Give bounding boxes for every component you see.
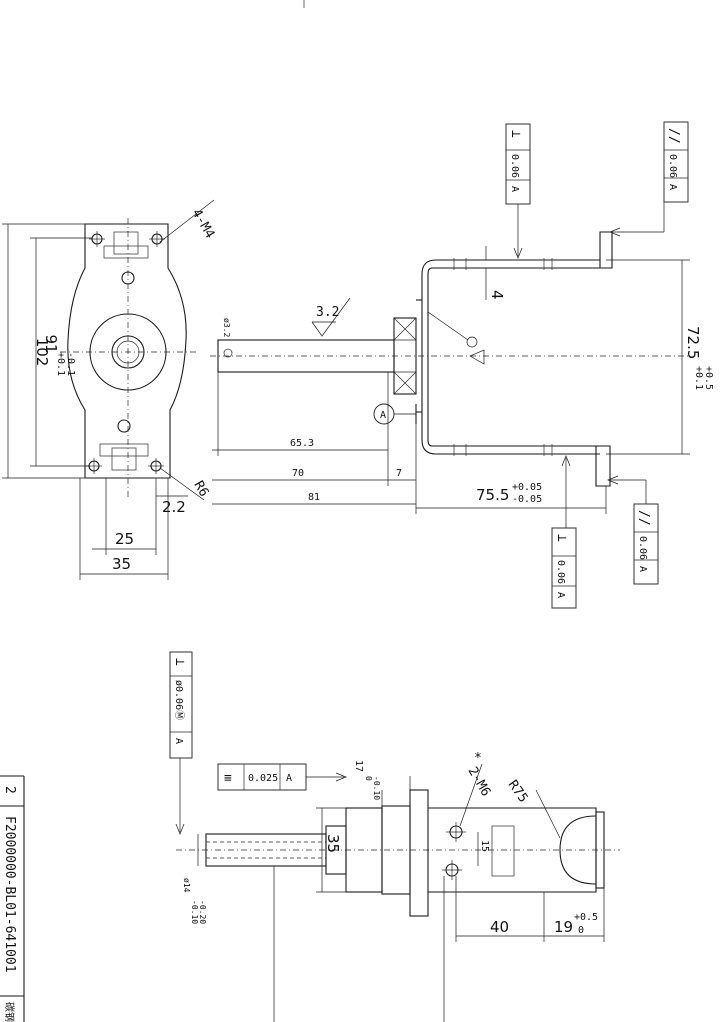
svg-text:0.06: 0.06 bbox=[509, 154, 520, 178]
bearing-box bbox=[393, 317, 417, 395]
dim-2-2: 2.2 bbox=[162, 498, 186, 516]
dim-19-tol-up: +0.5 bbox=[574, 912, 598, 923]
bracket-outline bbox=[421, 259, 600, 455]
dim-75-5-tol-dn: -0.05 bbox=[512, 494, 542, 505]
svg-text:ø0.06Ⓜ: ø0.06Ⓜ bbox=[173, 680, 185, 720]
label-r6: R6 bbox=[191, 479, 212, 500]
shaft-pin-hole bbox=[223, 348, 233, 358]
fcf-parallel-bottom: // 0.06 A bbox=[607, 475, 659, 585]
lower-hole bbox=[117, 419, 131, 433]
corner-hole bbox=[89, 231, 105, 247]
label-2m6: 2-M6 bbox=[465, 765, 494, 800]
top-boss bbox=[103, 245, 149, 259]
fcf-parallel-top: // 0.06 A bbox=[609, 121, 689, 237]
dim-70: 70 bbox=[292, 468, 304, 479]
flange-plate-view: 102 91 +0.1 -0.1 4-M4 R6 2.2 25 35 bbox=[2, 199, 218, 580]
dim-14: ø14 bbox=[182, 878, 191, 893]
m6-hole bbox=[446, 822, 466, 842]
leader-r6 bbox=[159, 467, 205, 501]
fcf-position: ⊥ ø0.06Ⓜ A bbox=[169, 651, 193, 835]
dim-14-tol-up: -0.10 bbox=[190, 900, 199, 924]
dim-17-tol-up: 0 bbox=[364, 776, 373, 781]
dim-72-5-tol-dn: +0.1 bbox=[693, 366, 704, 390]
title-part-no: F2000000-BL01-641001 bbox=[2, 816, 17, 973]
shaft-bracket-view: ø3.2 3.2 A 4 bbox=[210, 121, 714, 609]
title-item-no: 2 bbox=[2, 786, 17, 794]
dim-72-5-tol-up: +0.5 bbox=[703, 366, 714, 390]
roughness-symbol bbox=[311, 297, 351, 337]
dim-4: 4 bbox=[488, 290, 506, 300]
corner-hole bbox=[149, 231, 165, 247]
dim-17-tol-dn: -0.10 bbox=[372, 776, 381, 800]
m6-hole bbox=[442, 860, 462, 880]
dim-35-lower: 35 bbox=[324, 834, 342, 853]
bottom-slot bbox=[111, 447, 137, 471]
lower-ear bbox=[595, 445, 611, 487]
svg-text:A: A bbox=[509, 186, 520, 192]
corner-hole bbox=[148, 458, 164, 474]
svg-text:⊥: ⊥ bbox=[554, 534, 569, 542]
slot-15 bbox=[491, 825, 515, 877]
dim-17: 17 bbox=[353, 760, 364, 772]
dim-102: 102 bbox=[33, 338, 51, 367]
svg-text:A: A bbox=[667, 184, 678, 190]
svg-text://: // bbox=[666, 128, 681, 144]
svg-text:A: A bbox=[637, 566, 648, 572]
title-material: 碳钢 bbox=[3, 1002, 16, 1022]
svg-text:0.06: 0.06 bbox=[637, 536, 648, 560]
svg-text:0.025: 0.025 bbox=[248, 773, 278, 784]
dim-7: 7 bbox=[396, 468, 402, 479]
label-star: * bbox=[474, 751, 482, 766]
title-block: 2 F2000000-BL01-641001 碳钢 bbox=[0, 775, 25, 1022]
dim-14-tol-dn: -0.20 bbox=[198, 900, 207, 924]
dim-65-3: 65.3 bbox=[290, 438, 314, 449]
dim-25: 25 bbox=[115, 530, 134, 548]
svg-text:≡: ≡ bbox=[224, 771, 232, 786]
dim-81: 81 bbox=[308, 492, 320, 503]
svg-text:⊥: ⊥ bbox=[508, 130, 523, 138]
dim-75-5-tol-up: +0.05 bbox=[512, 482, 542, 493]
dim-75-5: 75.5 bbox=[476, 486, 509, 504]
svg-text://: // bbox=[636, 510, 651, 526]
upper-ear bbox=[599, 231, 613, 269]
label-4m4: 4-M4 bbox=[189, 207, 218, 242]
svg-text:A: A bbox=[286, 773, 292, 784]
dim-91-tol-dn: -0.1 bbox=[65, 352, 76, 376]
dim-15: 15 bbox=[479, 840, 490, 852]
dim-19: 19 bbox=[554, 918, 573, 936]
dim-72-5: 72.5 bbox=[684, 326, 702, 359]
dim-35: 35 bbox=[112, 555, 131, 573]
dia-3-2: ø3.2 bbox=[222, 318, 231, 337]
bracket-inner bbox=[427, 267, 606, 447]
dim-91-tol-up: +0.1 bbox=[55, 352, 66, 376]
flange-outline bbox=[67, 223, 187, 479]
shaft-side-view: 15 2-M6 * R75 35 17 0 -0.10 ⊥ ø0.06Ⓜ A bbox=[169, 651, 620, 1022]
svg-text:A: A bbox=[173, 738, 184, 744]
lower-flange bbox=[409, 789, 429, 917]
datum-a-label: A bbox=[380, 410, 386, 421]
dim-91: 91 bbox=[42, 334, 60, 353]
top-slot bbox=[113, 231, 139, 255]
svg-text:A: A bbox=[555, 592, 566, 598]
fcf-perp-bottom: ⊥ 0.06 A bbox=[551, 455, 577, 609]
svg-text:0.06: 0.06 bbox=[667, 154, 678, 178]
dim-40: 40 bbox=[490, 918, 509, 936]
roughness-3-2: 3.2 bbox=[316, 305, 339, 320]
label-r75: R75 bbox=[505, 778, 531, 806]
svg-text:⊥: ⊥ bbox=[172, 658, 187, 666]
svg-text:0.06: 0.06 bbox=[555, 560, 566, 584]
leader-4m4 bbox=[159, 199, 215, 243]
bottom-boss bbox=[99, 443, 149, 457]
fcf-perp-top: ⊥ 0.06 A bbox=[505, 123, 531, 259]
r75-arc bbox=[559, 815, 597, 885]
dim-19-tol-dn: 0 bbox=[578, 925, 584, 936]
fcf-symmetry: ≡ 0.025 A bbox=[217, 763, 347, 791]
